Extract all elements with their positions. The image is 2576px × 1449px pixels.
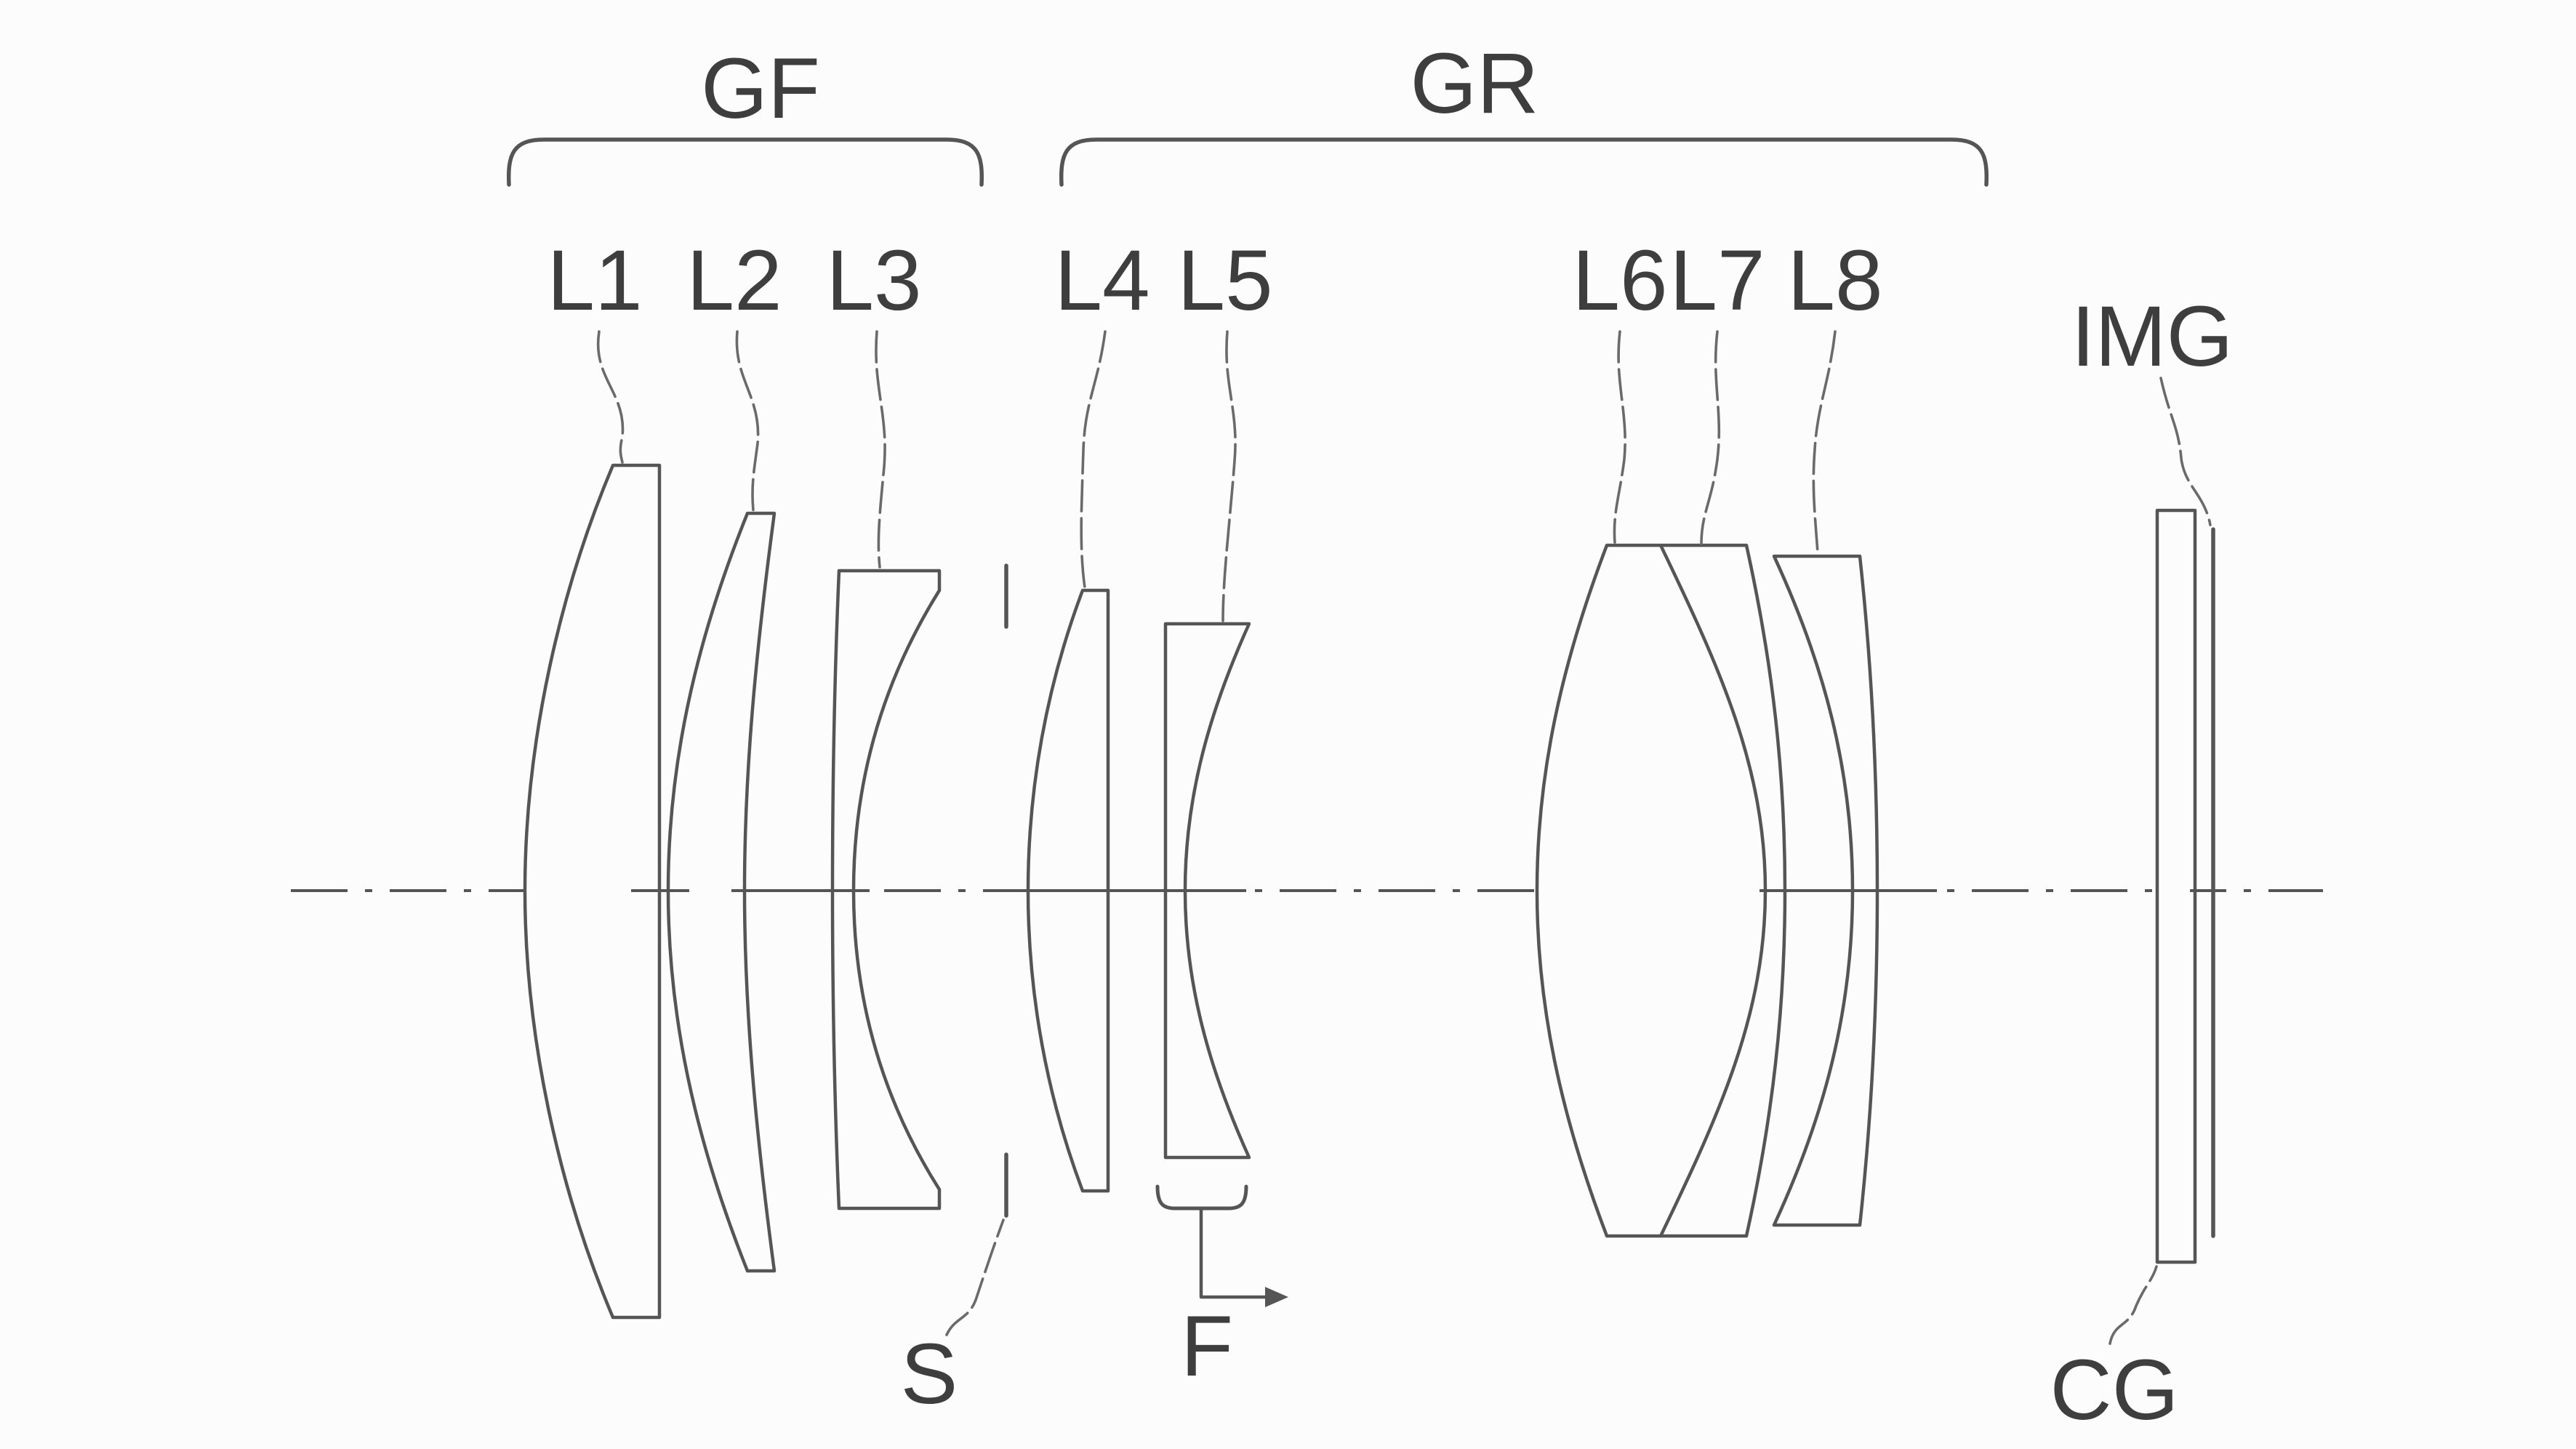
lens-l1: [523, 463, 662, 1320]
label-l8: L8: [1787, 233, 1882, 329]
label-l1: L1: [547, 233, 642, 329]
cover-glass-plate: [2155, 508, 2197, 1264]
label-l2: L2: [686, 233, 782, 329]
leader-l1: [596, 330, 625, 464]
label-l5: L5: [1177, 233, 1272, 329]
focus-arrow-line: [1199, 1206, 1270, 1299]
leader-l7: [1700, 330, 1721, 545]
label-l7: L7: [1669, 233, 1765, 329]
focus-group-indicator: [1155, 1184, 1288, 1307]
leader-cg: [2108, 1265, 2158, 1345]
label-l6: L6: [1572, 233, 1667, 329]
focus-arrow-head-icon: [1265, 1287, 1288, 1307]
leader-s: [945, 1219, 1005, 1336]
label-f: F: [1181, 1299, 1233, 1394]
lens-l2: [666, 511, 777, 1273]
leader-l4: [1080, 330, 1107, 589]
lens-l6-l7-doublet: [1535, 543, 1787, 1238]
label-gf: GF: [701, 41, 820, 137]
leader-l8: [1812, 330, 1837, 554]
label-l3: L3: [826, 233, 921, 329]
leader-img: [2159, 377, 2212, 526]
label-gr: GR: [1411, 36, 1539, 132]
bracket-gf: [506, 137, 984, 187]
label-l4: L4: [1054, 233, 1149, 329]
lens-l8: [1772, 554, 1879, 1227]
label-cg: CG: [2050, 1342, 2179, 1438]
bracket-gr: [1059, 137, 1989, 187]
leader-lines: [596, 330, 2212, 1345]
label-s: S: [901, 1326, 958, 1422]
leader-l5: [1221, 330, 1237, 622]
leader-l2: [735, 330, 760, 512]
leader-l3: [875, 330, 886, 569]
label-img: IMG: [2071, 289, 2234, 385]
lens-l3: [830, 569, 942, 1211]
leader-l6: [1613, 330, 1626, 544]
